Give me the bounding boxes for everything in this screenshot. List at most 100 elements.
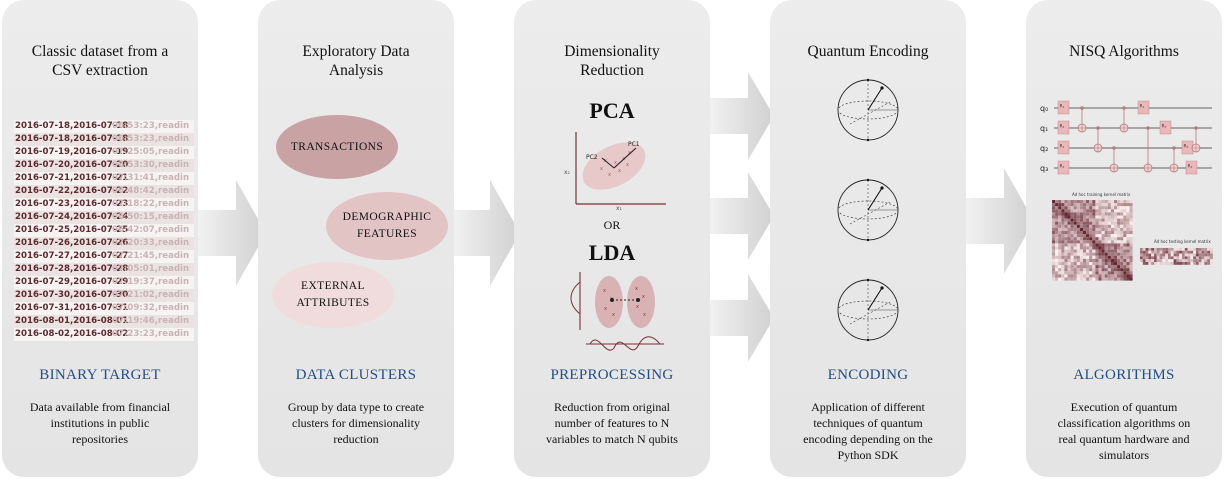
cnot-gate xyxy=(1191,126,1201,153)
ry-gate: Rᵧ xyxy=(1057,100,1070,115)
category-label: ENCODING xyxy=(827,367,909,383)
arrow-3b xyxy=(708,172,774,260)
csv-row: 2016-07-26,2016-07-2607:20:33,readin xyxy=(14,237,194,250)
or-label: OR xyxy=(603,218,621,232)
csv-dates: 2016-07-20,2016-07-20 xyxy=(15,160,129,170)
svg-text:x: x xyxy=(642,294,645,300)
cnot-gate xyxy=(1109,146,1119,173)
ry-gate: Rᵧ xyxy=(1057,160,1070,175)
qubit-label: q₃ xyxy=(1040,164,1048,173)
csv-dates: 2016-08-02,2016-08-02 xyxy=(15,329,129,339)
csv-row: 2016-07-28,2016-07-2807:05:01,readin xyxy=(14,263,194,276)
csv-row: 2016-07-24,2016-07-2406:50:15,readin xyxy=(14,211,194,224)
training-matrix-title: Ad hoc training kernel matrix xyxy=(1072,192,1131,197)
cnot-gate xyxy=(1143,126,1153,173)
csv-values: 07:05:01,readin xyxy=(112,264,190,274)
gate-label: Rᵧ xyxy=(1060,144,1065,150)
csv-dates: 2016-07-19,2016-07-19 xyxy=(15,147,129,157)
panel-data-clusters: Exploratory Data Analysis TRANSACTIONS D… xyxy=(258,0,454,477)
csv-row: 2016-08-01,2016-08-0107:19:46,readin xyxy=(14,315,194,328)
csv-values: 06:53:23,readin xyxy=(112,121,190,131)
csv-row: 2016-07-25,2016-07-2506:42:07,readin xyxy=(14,224,194,237)
csv-values: 07:20:33,readin xyxy=(112,238,190,248)
arrow-4 xyxy=(964,168,1034,274)
csv-values: 07:31:41,readin xyxy=(112,173,190,183)
csv-dates: 2016-07-29,2016-07-29 xyxy=(15,277,129,287)
csv-values: 07:18:22,readin xyxy=(112,199,190,209)
csv-row: 2016-07-18,2016-07-1806:53:23,readin xyxy=(14,133,194,146)
csv-row: 2016-08-02,2016-08-0207:23:23,readin xyxy=(14,328,194,341)
panel-description: Data available from financial institutio… xyxy=(29,400,171,446)
arrow-3a xyxy=(708,72,774,160)
gate-label: Rᵧ xyxy=(1184,144,1189,150)
arrow-3c xyxy=(708,274,774,362)
qubit-label: q₂ xyxy=(1040,144,1048,153)
ry-gate: Rᵧ xyxy=(1181,140,1194,155)
csv-dates: 2016-07-18,2016-07-18 xyxy=(15,121,129,131)
pca-label: PCA xyxy=(589,98,635,123)
svg-text:x: x xyxy=(614,160,617,166)
svg-text:x: x xyxy=(603,288,606,294)
cluster-demographic-features: DEMOGRAPHIC FEATURES xyxy=(326,192,448,260)
cnot-gate xyxy=(1119,106,1129,133)
panel-description: Application of different techniques of q… xyxy=(803,400,933,462)
testing-kernel-matrix xyxy=(1140,248,1213,265)
panel-description: Group by data type to create clusters fo… xyxy=(287,400,425,446)
csv-dates: 2016-08-01,2016-08-01 xyxy=(15,316,129,326)
panel-title: Classic dataset from a CSV extraction xyxy=(31,43,169,79)
gate-label: Rᵧ xyxy=(1188,164,1193,170)
csv-dates: 2016-07-25,2016-07-25 xyxy=(15,225,129,235)
csv-row: 2016-07-18,2016-07-1806:53:23,readin xyxy=(14,120,194,133)
panel-title: Quantum Encoding xyxy=(807,43,929,60)
cluster-transactions: TRANSACTIONS xyxy=(276,115,398,179)
svg-text:x: x xyxy=(604,306,607,312)
csv-dates: 2016-07-18,2016-07-18 xyxy=(15,134,129,144)
bloch-spheres xyxy=(837,78,899,342)
svg-text:x: x xyxy=(635,286,638,292)
bloch-sphere xyxy=(837,78,899,142)
x2-axis-label: x₂ xyxy=(564,169,571,176)
csv-row: 2016-07-29,2016-07-2907:19:37,readin xyxy=(14,276,194,289)
csv-values: 07:25:05,readin xyxy=(112,147,190,157)
ry-gate: Rᵧ xyxy=(1159,120,1172,135)
panel-title: NISQ Algorithms xyxy=(1069,43,1179,60)
csv-values: 06:50:15,readin xyxy=(112,212,190,222)
csv-row: 2016-07-20,2016-07-2006:53:30,readin xyxy=(14,159,194,172)
svg-text:x: x xyxy=(600,166,603,172)
svg-text:x: x xyxy=(608,172,611,178)
svg-text:x: x xyxy=(643,312,646,318)
svg-text:x: x xyxy=(626,162,629,168)
qubit-label: q₀ xyxy=(1040,104,1048,113)
panel-title: Exploratory Data Analysis xyxy=(302,43,410,79)
bloch-sphere xyxy=(837,278,899,342)
testing-matrix-title: Ad hoc testing kernel matrix xyxy=(1154,239,1211,244)
training-kernel-matrix xyxy=(1052,200,1133,281)
csv-values: 07:19:46,readin xyxy=(112,316,190,326)
panel-encoding: Quantum Encoding ENCODING Application of… xyxy=(770,0,966,477)
csv-values: 07:23:23,readin xyxy=(112,329,190,339)
ry-gate: Rᵧ xyxy=(1185,160,1198,175)
csv-values: 06:42:07,readin xyxy=(112,225,190,235)
csv-row: 2016-07-22,2016-07-2206:48:42,readin xyxy=(14,185,194,198)
csv-dates: 2016-07-30,2016-07-30 xyxy=(15,290,129,300)
pca-diagram: xxx xxx xx PC1 PC2 x₂ x₁ xyxy=(564,132,666,210)
csv-values: 07:21:45,readin xyxy=(112,251,190,261)
pc1-label: PC1 xyxy=(628,141,640,148)
panel-description: Execution of quantum classification algo… xyxy=(1057,400,1191,462)
category-label: DATA CLUSTERS xyxy=(295,367,417,383)
svg-text:x: x xyxy=(612,312,615,318)
csv-dates: 2016-07-21,2016-07-21 xyxy=(15,173,129,183)
cnot-gate xyxy=(1169,146,1179,173)
panel-preprocessing: Dimensionality Reduction PCA xxx xxx xx … xyxy=(514,0,710,477)
csv-dates: 2016-07-23,2016-07-23 xyxy=(15,199,129,209)
csv-values: 07:21:02,readin xyxy=(112,290,190,300)
cnot-gate xyxy=(1077,106,1087,133)
csv-dates: 2016-07-22,2016-07-22 xyxy=(15,186,129,196)
ry-gate: Rᵧ xyxy=(1057,120,1070,135)
panel-description: Reduction from original number of featur… xyxy=(546,400,678,446)
svg-text:x: x xyxy=(618,168,621,174)
csv-dates: 2016-07-28,2016-07-28 xyxy=(15,264,129,274)
